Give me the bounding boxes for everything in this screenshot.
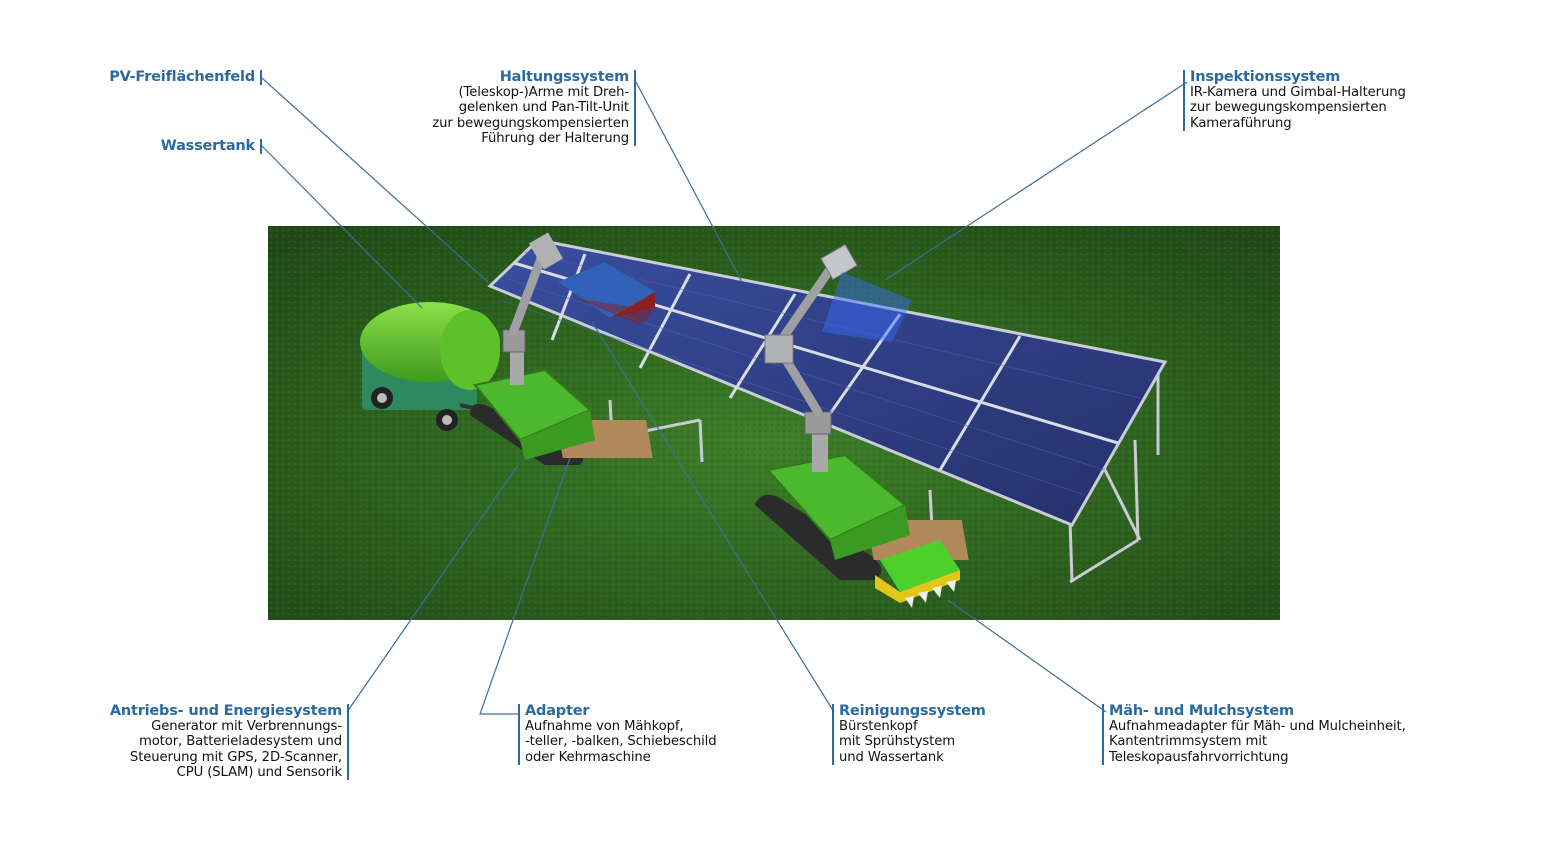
leader-adapter: [479, 457, 571, 715]
inspection-title: Inspektionssystem: [1190, 69, 1341, 85]
robot-left: [470, 232, 655, 465]
holding-line-3: zur bewegungskompensierten: [432, 115, 629, 131]
leader-inspection: [884, 81, 1188, 281]
leader-water-tank: [261, 145, 423, 309]
holding-title: Haltungssystem: [499, 69, 629, 85]
cleaning-title: Reinigungssystem: [839, 703, 986, 719]
mowing-line-1: Aufnahmeadapter für Mäh- und Mulcheinhei…: [1109, 719, 1406, 735]
water-tank-title: Wassertank: [160, 138, 255, 154]
drive-line-4: CPU (SLAM) und Sensorik: [176, 764, 342, 780]
leader-mowing: [947, 599, 1107, 713]
cleaning-line-3: und Wassertank: [839, 749, 944, 765]
drive-line-3: Steuerung mit GPS, 2D-Scanner,: [129, 749, 342, 765]
drive-line-1: Generator mit Verbrennungs-: [151, 719, 342, 735]
label-adapter: Adapter Aufnahme von Mähkopf, -teller, -…: [518, 703, 717, 765]
leader-lines: [261, 77, 1188, 715]
leader-pv-field: [261, 77, 489, 283]
leader-drive: [346, 464, 519, 713]
holding-line-4: Führung der Halterung: [481, 130, 629, 146]
mowing-title: Mäh- und Mulchsystem: [1109, 703, 1294, 719]
drive-title: Antriebs- und Energiesystem: [109, 703, 342, 719]
inspection-line-1: IR-Kamera und Gimbal-Halterung: [1190, 85, 1406, 101]
adapter-title: Adapter: [525, 703, 590, 719]
inspection-line-2: zur bewegungskompensierten: [1190, 100, 1387, 116]
label-cleaning-system: Reinigungssystem Bürstenkopf mit Sprühst…: [832, 703, 986, 765]
cleaning-line-1: Bürstenkopf: [839, 719, 918, 735]
pv-panel-array: [487, 238, 1168, 584]
holding-line-1: (Teleskop-)Arme mit Dreh-: [458, 85, 630, 101]
adapter-line-1: Aufnahme von Mähkopf,: [525, 719, 684, 735]
inspection-line-3: Kameraführung: [1190, 115, 1292, 131]
drive-line-2: motor, Batterieladesystem und: [138, 734, 342, 750]
cleaning-line-2: mit Sprühstystem: [839, 734, 955, 750]
adapter-line-3: oder Kehrmaschine: [525, 749, 651, 765]
label-inspection-system: Inspektionssystem IR-Kamera und Gimbal-H…: [1183, 69, 1406, 131]
label-mowing-system: Mäh- und Mulchsystem Aufnahmeadapter für…: [1102, 703, 1406, 765]
water-tank-trailer: [360, 302, 500, 431]
robot-right: [755, 243, 969, 608]
leader-cleaning: [591, 321, 835, 713]
adapter-line-2: -teller, -balken, Schiebeschild: [525, 734, 717, 750]
leader-holding: [635, 81, 743, 283]
holding-line-2: gelenken und Pan-Tilt-Unit: [458, 100, 629, 116]
mowing-line-2: Kantentrimmsystem mit: [1109, 734, 1267, 750]
label-holding-system: Haltungssystem (Teleskop-)Arme mit Dreh-…: [432, 69, 636, 147]
label-pv-field: PV-Freiflächenfeld: [109, 69, 262, 85]
label-drive-system: Antriebs- und Energiesystem Generator mi…: [109, 703, 349, 781]
pv-field-title: PV-Freiflächenfeld: [109, 69, 255, 85]
mowing-line-3: Teleskopausfahrvorrichtung: [1109, 749, 1289, 765]
label-water-tank: Wassertank: [160, 138, 262, 154]
